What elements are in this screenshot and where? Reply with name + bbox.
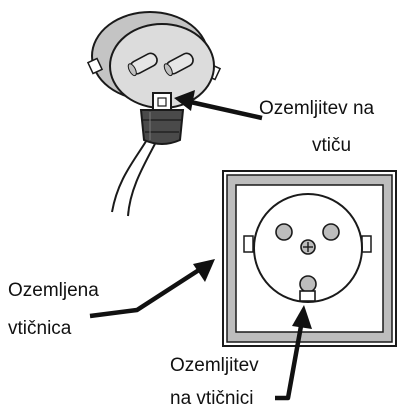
plug-cable-2 <box>127 139 158 217</box>
arrow-plug-ground <box>174 90 263 121</box>
label-plug-ground-line1: Ozemljitev na <box>259 98 375 119</box>
label-socket-ground-line1: Ozemljitev <box>170 355 259 376</box>
plug-side-tab-left <box>86 57 104 75</box>
socket-hole-right <box>322 223 340 241</box>
label-socket-line2: vtičnica <box>8 318 72 339</box>
socket <box>222 170 397 347</box>
label-socket-ground-line2: na vtičnici <box>170 388 254 409</box>
socket-hole-left <box>275 223 293 241</box>
arrow-socket-ground <box>275 305 312 401</box>
label-plug-ground-line2: vtiču <box>312 135 352 156</box>
socket-ground-clip <box>299 290 316 302</box>
arrow-socket <box>89 259 215 319</box>
socket-side-tab-right <box>361 235 372 253</box>
label-socket-line1: Ozemljena <box>8 280 99 301</box>
socket-side-tab-left <box>243 235 254 253</box>
socket-ground-contact <box>299 275 317 293</box>
plug-cable <box>111 137 149 213</box>
plug <box>86 11 222 217</box>
plug-grip <box>139 109 185 145</box>
plug-pin-right <box>163 52 194 77</box>
plug-pin-left <box>127 52 158 77</box>
